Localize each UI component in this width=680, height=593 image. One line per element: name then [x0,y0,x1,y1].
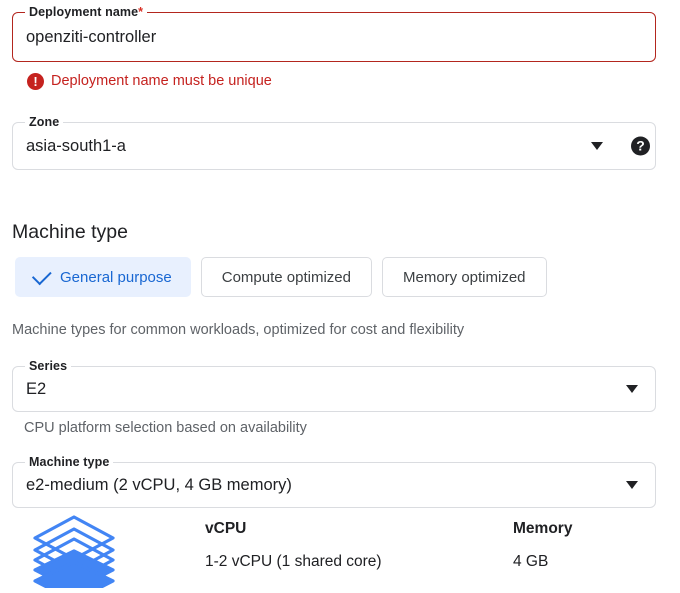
chevron-down-icon[interactable] [626,481,638,489]
machine-family-button-group: General purpose Compute optimized Memory… [15,257,547,297]
chevron-down-icon[interactable] [591,142,603,150]
machine-type-value[interactable]: e2-medium (2 vCPU, 4 GB memory) [26,476,292,494]
spec-vcpu-value: 1-2 vCPU (1 shared core) [205,553,382,570]
machine-family-memory-optimized-button[interactable]: Memory optimized [381,257,547,297]
deployment-name-label: Deployment name* [25,5,148,19]
series-helper-text: CPU platform selection based on availabi… [24,420,307,436]
machine-type-heading: Machine type [12,221,128,243]
series-label: Series [25,359,72,373]
deployment-name-error: ! Deployment name must be unique [27,73,272,90]
spec-column-vcpu: vCPU 1-2 vCPU (1 shared core) [205,519,382,571]
series-field[interactable]: Series E2 [12,359,656,412]
machine-family-memory-optimized-label: Memory optimized [402,268,526,286]
series-value[interactable]: E2 [26,380,47,398]
machine-family-helper-text: Machine types for common workloads, opti… [12,322,465,338]
deployment-name-error-text: Deployment name must be unique [51,73,272,89]
machine-type-field[interactable]: Machine type e2-medium (2 vCPU, 4 GB mem… [12,455,656,508]
deployment-name-input[interactable]: openziti-controller [26,28,157,46]
check-icon [31,264,52,285]
zone-value[interactable]: asia-south1-a [26,137,126,155]
spec-column-memory: Memory 4 GB [513,519,572,571]
help-question-icon[interactable]: ? [631,136,650,156]
zone-field[interactable]: Zone asia-south1-a ? [12,115,656,170]
spec-vcpu-header: vCPU [205,520,247,537]
machine-type-field-label: Machine type [25,455,114,469]
machine-family-general-purpose-label: General purpose [60,268,172,286]
chevron-down-icon[interactable] [626,385,638,393]
machine-family-compute-optimized-button[interactable]: Compute optimized [200,257,372,297]
machine-family-compute-optimized-label: Compute optimized [221,268,351,286]
machine-stack-icon [28,512,120,593]
spec-memory-header: Memory [513,520,573,537]
required-asterisk: * [138,5,144,19]
deployment-name-label-text: Deployment name [29,5,139,19]
spec-memory-value: 4 GB [513,553,549,570]
deployment-name-field[interactable]: Deployment name* openziti-controller [12,5,656,62]
error-exclamation-icon: ! [27,73,44,90]
machine-family-general-purpose-button[interactable]: General purpose [15,257,191,297]
zone-label: Zone [25,115,64,129]
